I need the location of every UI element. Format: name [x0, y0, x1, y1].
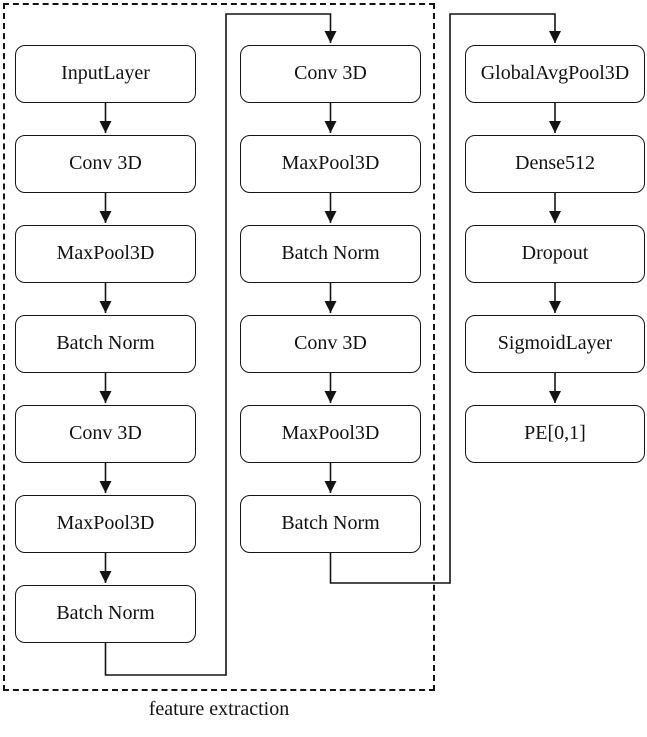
node-batchnorm-2: Batch Norm [15, 585, 196, 643]
node-maxpool3d-2: MaxPool3D [15, 495, 196, 553]
node-batchnorm-1: Batch Norm [15, 315, 196, 373]
node-pe-output: PE[0,1] [465, 405, 645, 463]
node-maxpool3d-3: MaxPool3D [240, 135, 421, 193]
node-batchnorm-3: Batch Norm [240, 225, 421, 283]
node-maxpool3d-1: MaxPool3D [15, 225, 196, 283]
feature-extraction-boundary [3, 3, 435, 691]
node-batchnorm-4: Batch Norm [240, 495, 421, 553]
feature-extraction-caption: feature extraction [148, 698, 290, 720]
node-input-layer: InputLayer [15, 45, 196, 103]
node-conv3d-2: Conv 3D [15, 405, 196, 463]
node-dense512: Dense512 [465, 135, 645, 193]
node-conv3d-3: Conv 3D [240, 45, 421, 103]
node-maxpool3d-4: MaxPool3D [240, 405, 421, 463]
node-globalavgpool3d: GlobalAvgPool3D [465, 45, 645, 103]
node-conv3d-4: Conv 3D [240, 315, 421, 373]
node-conv3d-1: Conv 3D [15, 135, 196, 193]
node-dropout: Dropout [465, 225, 645, 283]
node-sigmoid-layer: SigmoidLayer [465, 315, 645, 373]
